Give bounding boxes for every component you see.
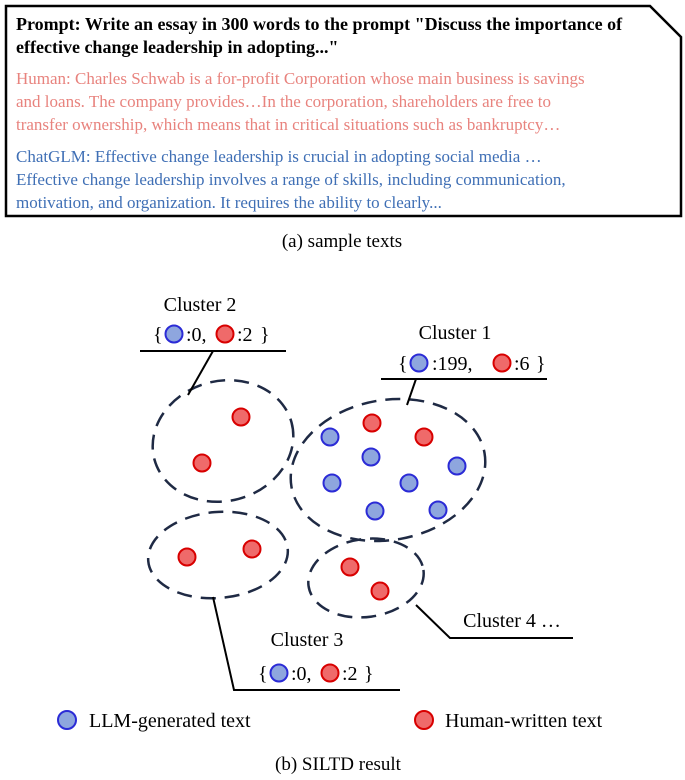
llm-point <box>399 473 419 493</box>
cluster-3-leader <box>212 596 400 691</box>
chatglm-line-1: ChatGLM: Effective change leadership is … <box>16 147 542 166</box>
human-point <box>340 557 360 577</box>
cluster-3-counts: { :0, :2 } <box>258 663 374 685</box>
human-point <box>231 407 251 427</box>
cluster-1-open-brace: { <box>398 353 408 375</box>
cluster-1-llm-count: :199, <box>432 353 473 375</box>
cluster-1-ellipse <box>289 397 487 543</box>
legend-llm-label: LLM-generated text <box>89 710 251 732</box>
cluster-3-close-brace: } <box>364 663 374 685</box>
human-dot-icon <box>492 353 512 373</box>
cluster-2-human-count: :2 <box>237 324 253 346</box>
human-point <box>370 581 390 601</box>
sample-text-box <box>4 4 683 218</box>
chatglm-line-3: motivation, and organization. It require… <box>16 193 442 212</box>
cluster-1-human-count: :6 <box>514 353 530 375</box>
human-line-1: Human: Charles Schwab is a for-profit Co… <box>16 69 585 88</box>
human-dot-icon <box>320 663 340 683</box>
human-point <box>192 453 212 473</box>
legend-human-label: Human-written text <box>445 710 603 732</box>
chatglm-line-2: Effective change leadership involves a r… <box>16 170 566 189</box>
llm-point <box>428 500 448 520</box>
cluster-2-close-brace: } <box>260 324 270 346</box>
cluster-4-ellipse <box>307 537 425 619</box>
caption-a: (a) sample texts <box>282 231 402 252</box>
llm-point <box>361 447 381 467</box>
cluster-2-label: Cluster 2 <box>164 294 237 316</box>
llm-dot-icon <box>269 663 289 683</box>
prompt-line-1: Prompt: Write an essay in 300 words to t… <box>16 14 623 34</box>
cluster-4-label: Cluster 4 … <box>463 610 561 632</box>
llm-point <box>322 473 342 493</box>
cluster-3-human-count: :2 <box>342 663 358 685</box>
cluster-3-open-brace: { <box>258 663 268 685</box>
cluster-3-label: Cluster 3 <box>271 629 344 651</box>
cluster-3-ellipse <box>146 510 290 600</box>
prompt-line-2: effective change leadership in adopting.… <box>16 37 338 57</box>
cluster-2-llm-count: :0, <box>186 324 207 346</box>
cluster-1-leader <box>406 378 417 406</box>
cluster-1-close-brace: } <box>536 353 546 375</box>
cluster-2-leader <box>187 350 214 396</box>
llm-dot-icon <box>409 353 429 373</box>
legend-human-icon <box>414 710 434 730</box>
llm-point <box>365 501 385 521</box>
cluster-2-counts: { :0, :2 } <box>153 324 270 346</box>
llm-dot-icon <box>164 324 184 344</box>
human-line-3: transfer ownership, which means that in … <box>16 115 560 134</box>
cluster-2-open-brace: { <box>153 324 163 346</box>
cluster-2-ellipse <box>151 378 295 504</box>
human-line-2: and loans. The company provides…In the c… <box>16 92 551 111</box>
cluster-3-llm-count: :0, <box>291 663 312 685</box>
cluster-1-counts: { :199, :6 } <box>398 353 546 375</box>
legend-llm-icon <box>57 710 77 730</box>
cluster-4-leader <box>415 604 573 639</box>
legend: LLM-generated text Human-written text <box>57 710 603 732</box>
human-point <box>242 539 262 559</box>
human-point <box>177 547 197 567</box>
human-dot-icon <box>215 324 235 344</box>
human-point <box>414 427 434 447</box>
llm-point <box>320 427 340 447</box>
llm-point <box>447 456 467 476</box>
human-point <box>362 413 382 433</box>
caption-b: (b) SILTD result <box>275 754 402 775</box>
cluster-1-label: Cluster 1 <box>419 322 492 344</box>
